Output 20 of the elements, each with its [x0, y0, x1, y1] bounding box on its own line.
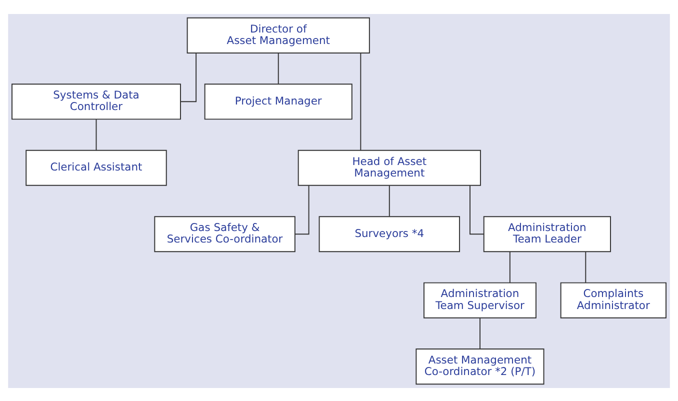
connector	[360, 52, 362, 150]
node-box: Project Manager	[204, 83, 352, 120]
node-box: Director of Asset Management	[186, 16, 370, 53]
connector	[294, 184, 310, 234]
node-box: Complaints Administrator	[560, 282, 666, 318]
node-box: Administration Team Leader	[483, 216, 611, 252]
connector	[509, 250, 510, 283]
node-box: Asset Management Co-ordinator *2 (P/T)	[416, 348, 544, 384]
node-box: Clerical Assistant	[26, 149, 167, 186]
connector	[278, 52, 279, 84]
node-box: Systems & Data Controller	[12, 83, 181, 120]
node-box: Gas Safety & Services Co-ordinator	[154, 216, 296, 252]
node-box: Administration Team Supervisor	[424, 282, 536, 318]
connector	[96, 118, 97, 150]
connector	[388, 184, 390, 216]
connector	[585, 250, 586, 283]
connector	[180, 52, 197, 102]
node-box: Surveyors *4	[318, 216, 460, 252]
node-box: Head of Asset Management	[298, 149, 481, 186]
connector	[470, 184, 484, 234]
